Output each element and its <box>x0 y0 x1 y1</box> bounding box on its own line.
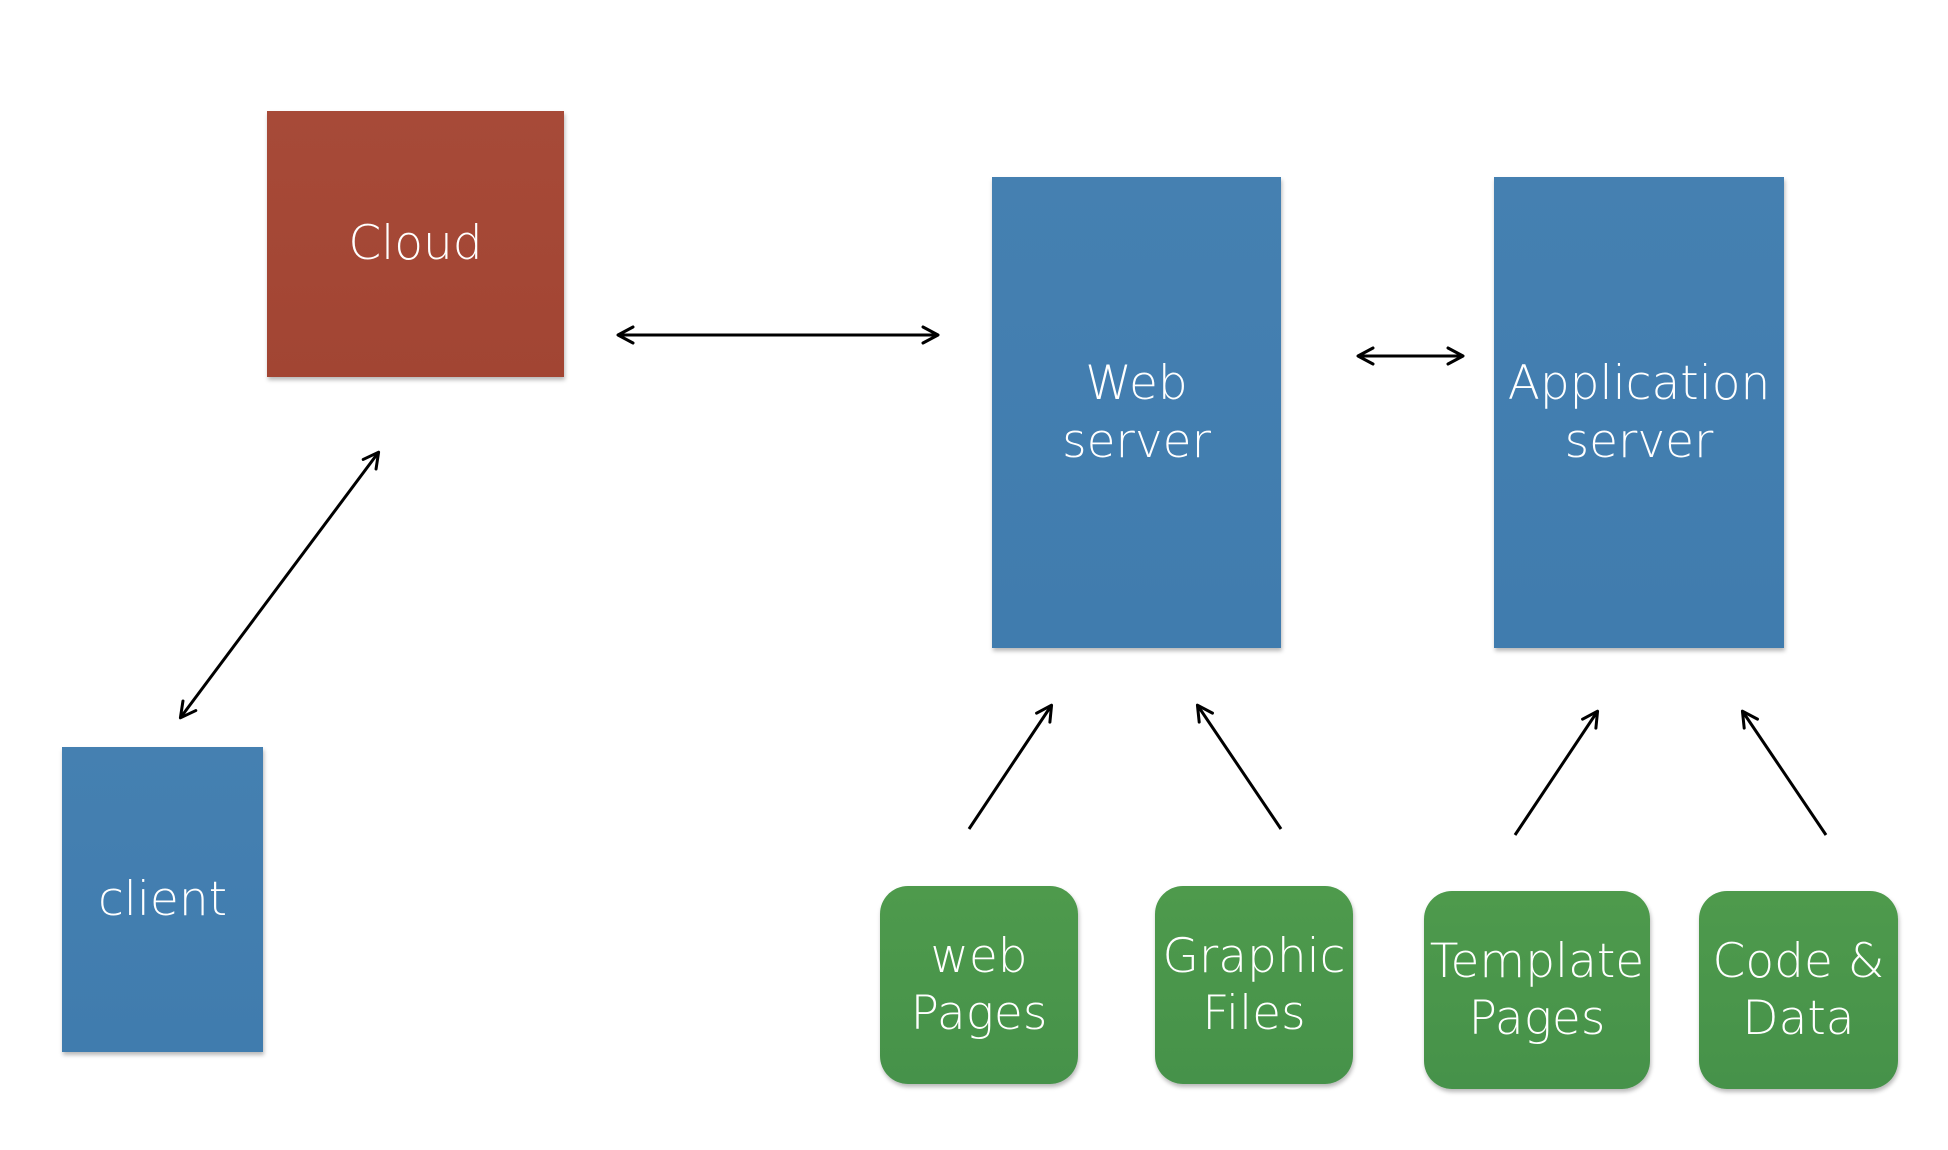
template-pages-arrow <box>1513 709 1600 836</box>
template-pages-box: Template Pages <box>1424 891 1650 1089</box>
template-pages-label: Template Pages <box>1429 933 1645 1046</box>
code-data-label: Code & Data <box>1712 933 1885 1046</box>
cloud-label: Cloud <box>348 216 483 272</box>
graphic-files-box: Graphic Files <box>1155 886 1353 1084</box>
client-box: client <box>62 747 263 1052</box>
web-pages-box: web Pages <box>880 886 1078 1084</box>
graphic-files-label: Graphic Files <box>1162 928 1346 1041</box>
application-server-label: Application server <box>1507 356 1771 469</box>
web-server-box: Web server <box>992 177 1281 648</box>
application-server-box: Application server <box>1494 177 1784 648</box>
web-server-label: Web server <box>1062 356 1211 469</box>
web-pages-label: web Pages <box>910 928 1048 1041</box>
client-cloud-arrow <box>178 450 381 720</box>
graphic-files-arrow <box>1195 703 1283 830</box>
cloud-box: Cloud <box>267 111 564 377</box>
code-data-arrow <box>1740 709 1828 836</box>
web-pages-arrow <box>967 703 1054 830</box>
code-data-box: Code & Data <box>1699 891 1898 1089</box>
client-label: client <box>97 871 228 927</box>
